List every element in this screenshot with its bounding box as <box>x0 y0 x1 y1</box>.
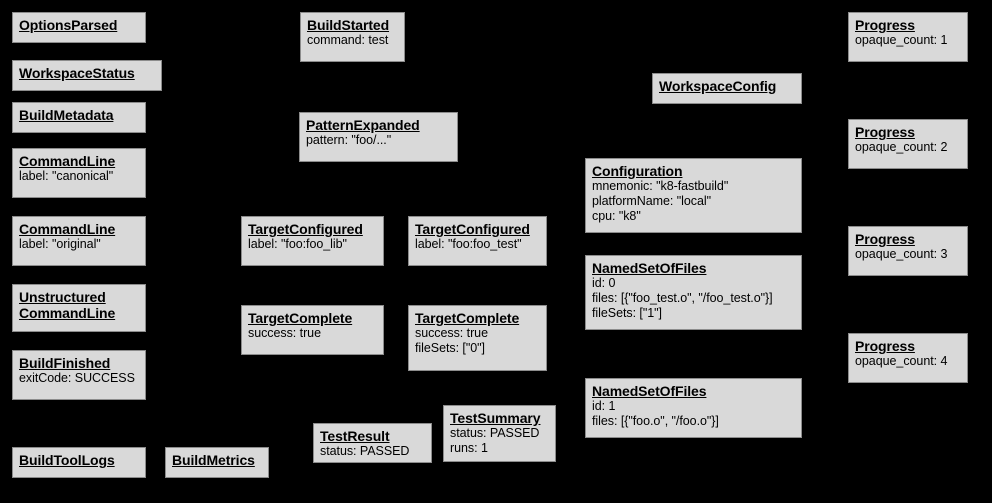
node-fields: label: "foo:foo_lib" <box>248 237 377 252</box>
node-fields: exitCode: SUCCESS <box>19 371 139 386</box>
node-field: status: PASSED <box>450 426 540 440</box>
node-fields: status: PASSED <box>320 444 425 459</box>
node-title: Progress <box>855 231 915 247</box>
node-title: Configuration <box>592 163 683 179</box>
node-title: TestSummary <box>450 410 541 426</box>
node-field: files: [{"foo.o", "/foo.o"}] <box>592 414 719 428</box>
node-title: NamedSetOfFiles <box>592 383 707 399</box>
node-title: BuildToolLogs <box>19 452 115 468</box>
node-field: label: "foo:foo_test" <box>415 237 522 251</box>
node-build-tool-logs[interactable]: BuildToolLogs <box>12 447 146 478</box>
node-build-metadata[interactable]: BuildMetadata <box>12 102 146 133</box>
node-fields: pattern: "foo/..." <box>306 133 451 148</box>
node-title: WorkspaceStatus <box>19 65 135 81</box>
node-title: NamedSetOfFiles <box>592 260 707 276</box>
node-field: opaque_count: 1 <box>855 33 948 47</box>
node-field: label: "foo:foo_lib" <box>248 237 347 251</box>
node-field: mnemonic: "k8-fastbuild" <box>592 179 729 193</box>
node-title: TargetConfigured <box>248 221 363 237</box>
node-title: TargetConfigured <box>415 221 530 237</box>
node-field: files: [{"foo_test.o", "/foo_test.o"}] <box>592 291 773 305</box>
node-fields: label: "canonical" <box>19 169 139 184</box>
node-field: fileSets: ["0"] <box>415 341 485 355</box>
node-field: status: PASSED <box>320 444 410 458</box>
node-title: WorkspaceConfig <box>659 78 777 94</box>
node-workspace-config[interactable]: WorkspaceConfig <box>652 73 802 104</box>
node-field: label: "canonical" <box>19 169 114 183</box>
node-field: opaque_count: 3 <box>855 247 948 261</box>
node-fields: opaque_count: 3 <box>855 247 961 262</box>
node-fields: label: "original" <box>19 237 139 252</box>
node-field: success: true <box>248 326 321 340</box>
node-field: cpu: "k8" <box>592 209 641 223</box>
node-field: label: "original" <box>19 237 101 251</box>
node-field: success: true <box>415 326 488 340</box>
node-title: TargetComplete <box>415 310 520 326</box>
node-title: TargetComplete <box>248 310 353 326</box>
node-fields: opaque_count: 4 <box>855 354 961 369</box>
node-fields: label: "foo:foo_test" <box>415 237 540 252</box>
node-fields: opaque_count: 1 <box>855 33 961 48</box>
node-build-metrics[interactable]: BuildMetrics <box>165 447 269 478</box>
node-fields: success: true <box>248 326 377 341</box>
node-title: CommandLine <box>19 221 116 237</box>
node-field: platformName: "local" <box>592 194 711 208</box>
node-field: opaque_count: 4 <box>855 354 948 368</box>
node-field: fileSets: ["1"] <box>592 306 662 320</box>
node-field: exitCode: SUCCESS <box>19 371 135 385</box>
node-field: opaque_count: 2 <box>855 140 948 154</box>
node-options-parsed[interactable]: OptionsParsed <box>12 12 146 43</box>
node-title: BuildMetadata <box>19 107 114 123</box>
node-fields: mnemonic: "k8-fastbuild"platformName: "l… <box>592 179 795 224</box>
node-title: Progress <box>855 338 915 354</box>
node-fields: opaque_count: 2 <box>855 140 961 155</box>
node-title: Unstructured CommandLine <box>19 289 116 321</box>
node-field: pattern: "foo/..." <box>306 133 392 147</box>
node-title: OptionsParsed <box>19 17 118 33</box>
node-unstructured-command-line[interactable]: Unstructured CommandLine <box>12 284 146 332</box>
node-workspace-status[interactable]: WorkspaceStatus <box>12 60 162 91</box>
node-title: BuildFinished <box>19 355 111 371</box>
node-field: id: 0 <box>592 276 616 290</box>
node-title: PatternExpanded <box>306 117 420 133</box>
node-title: BuildMetrics <box>172 452 255 468</box>
node-fields: command: test <box>307 33 398 48</box>
node-title: Progress <box>855 17 915 33</box>
node-field: id: 1 <box>592 399 616 413</box>
node-title: Progress <box>855 124 915 140</box>
node-title: TestResult <box>320 428 390 444</box>
node-field: runs: 1 <box>450 441 488 455</box>
node-title: BuildStarted <box>307 17 390 33</box>
node-title: CommandLine <box>19 153 116 169</box>
node-field: command: test <box>307 33 389 47</box>
